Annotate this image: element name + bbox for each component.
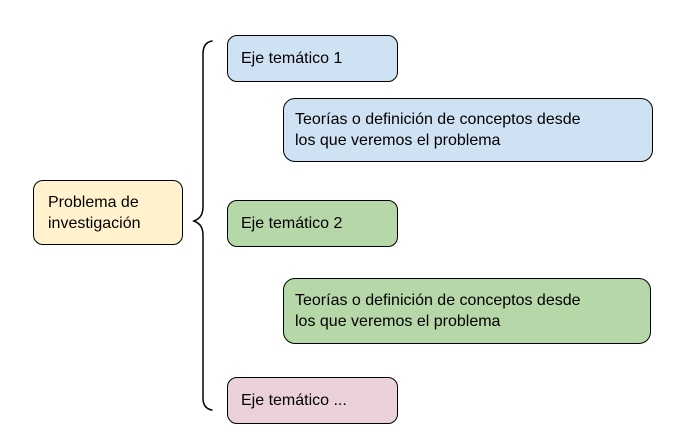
node-eje-tematico-etc: Eje temático ... xyxy=(227,377,398,424)
node-eje-tematico-2: Eje temático 2 xyxy=(227,200,398,247)
node-eje-tematico-1-description: Teorías o definición de conceptos desde … xyxy=(283,98,653,162)
left-brace-path xyxy=(192,40,213,411)
node-problema-de-investigacion: Problema de investigación xyxy=(33,180,183,245)
node-eje-tematico-2-description: Teorías o definición de conceptos desde … xyxy=(283,278,651,344)
node-eje-tematico-1: Eje temático 1 xyxy=(227,35,398,82)
